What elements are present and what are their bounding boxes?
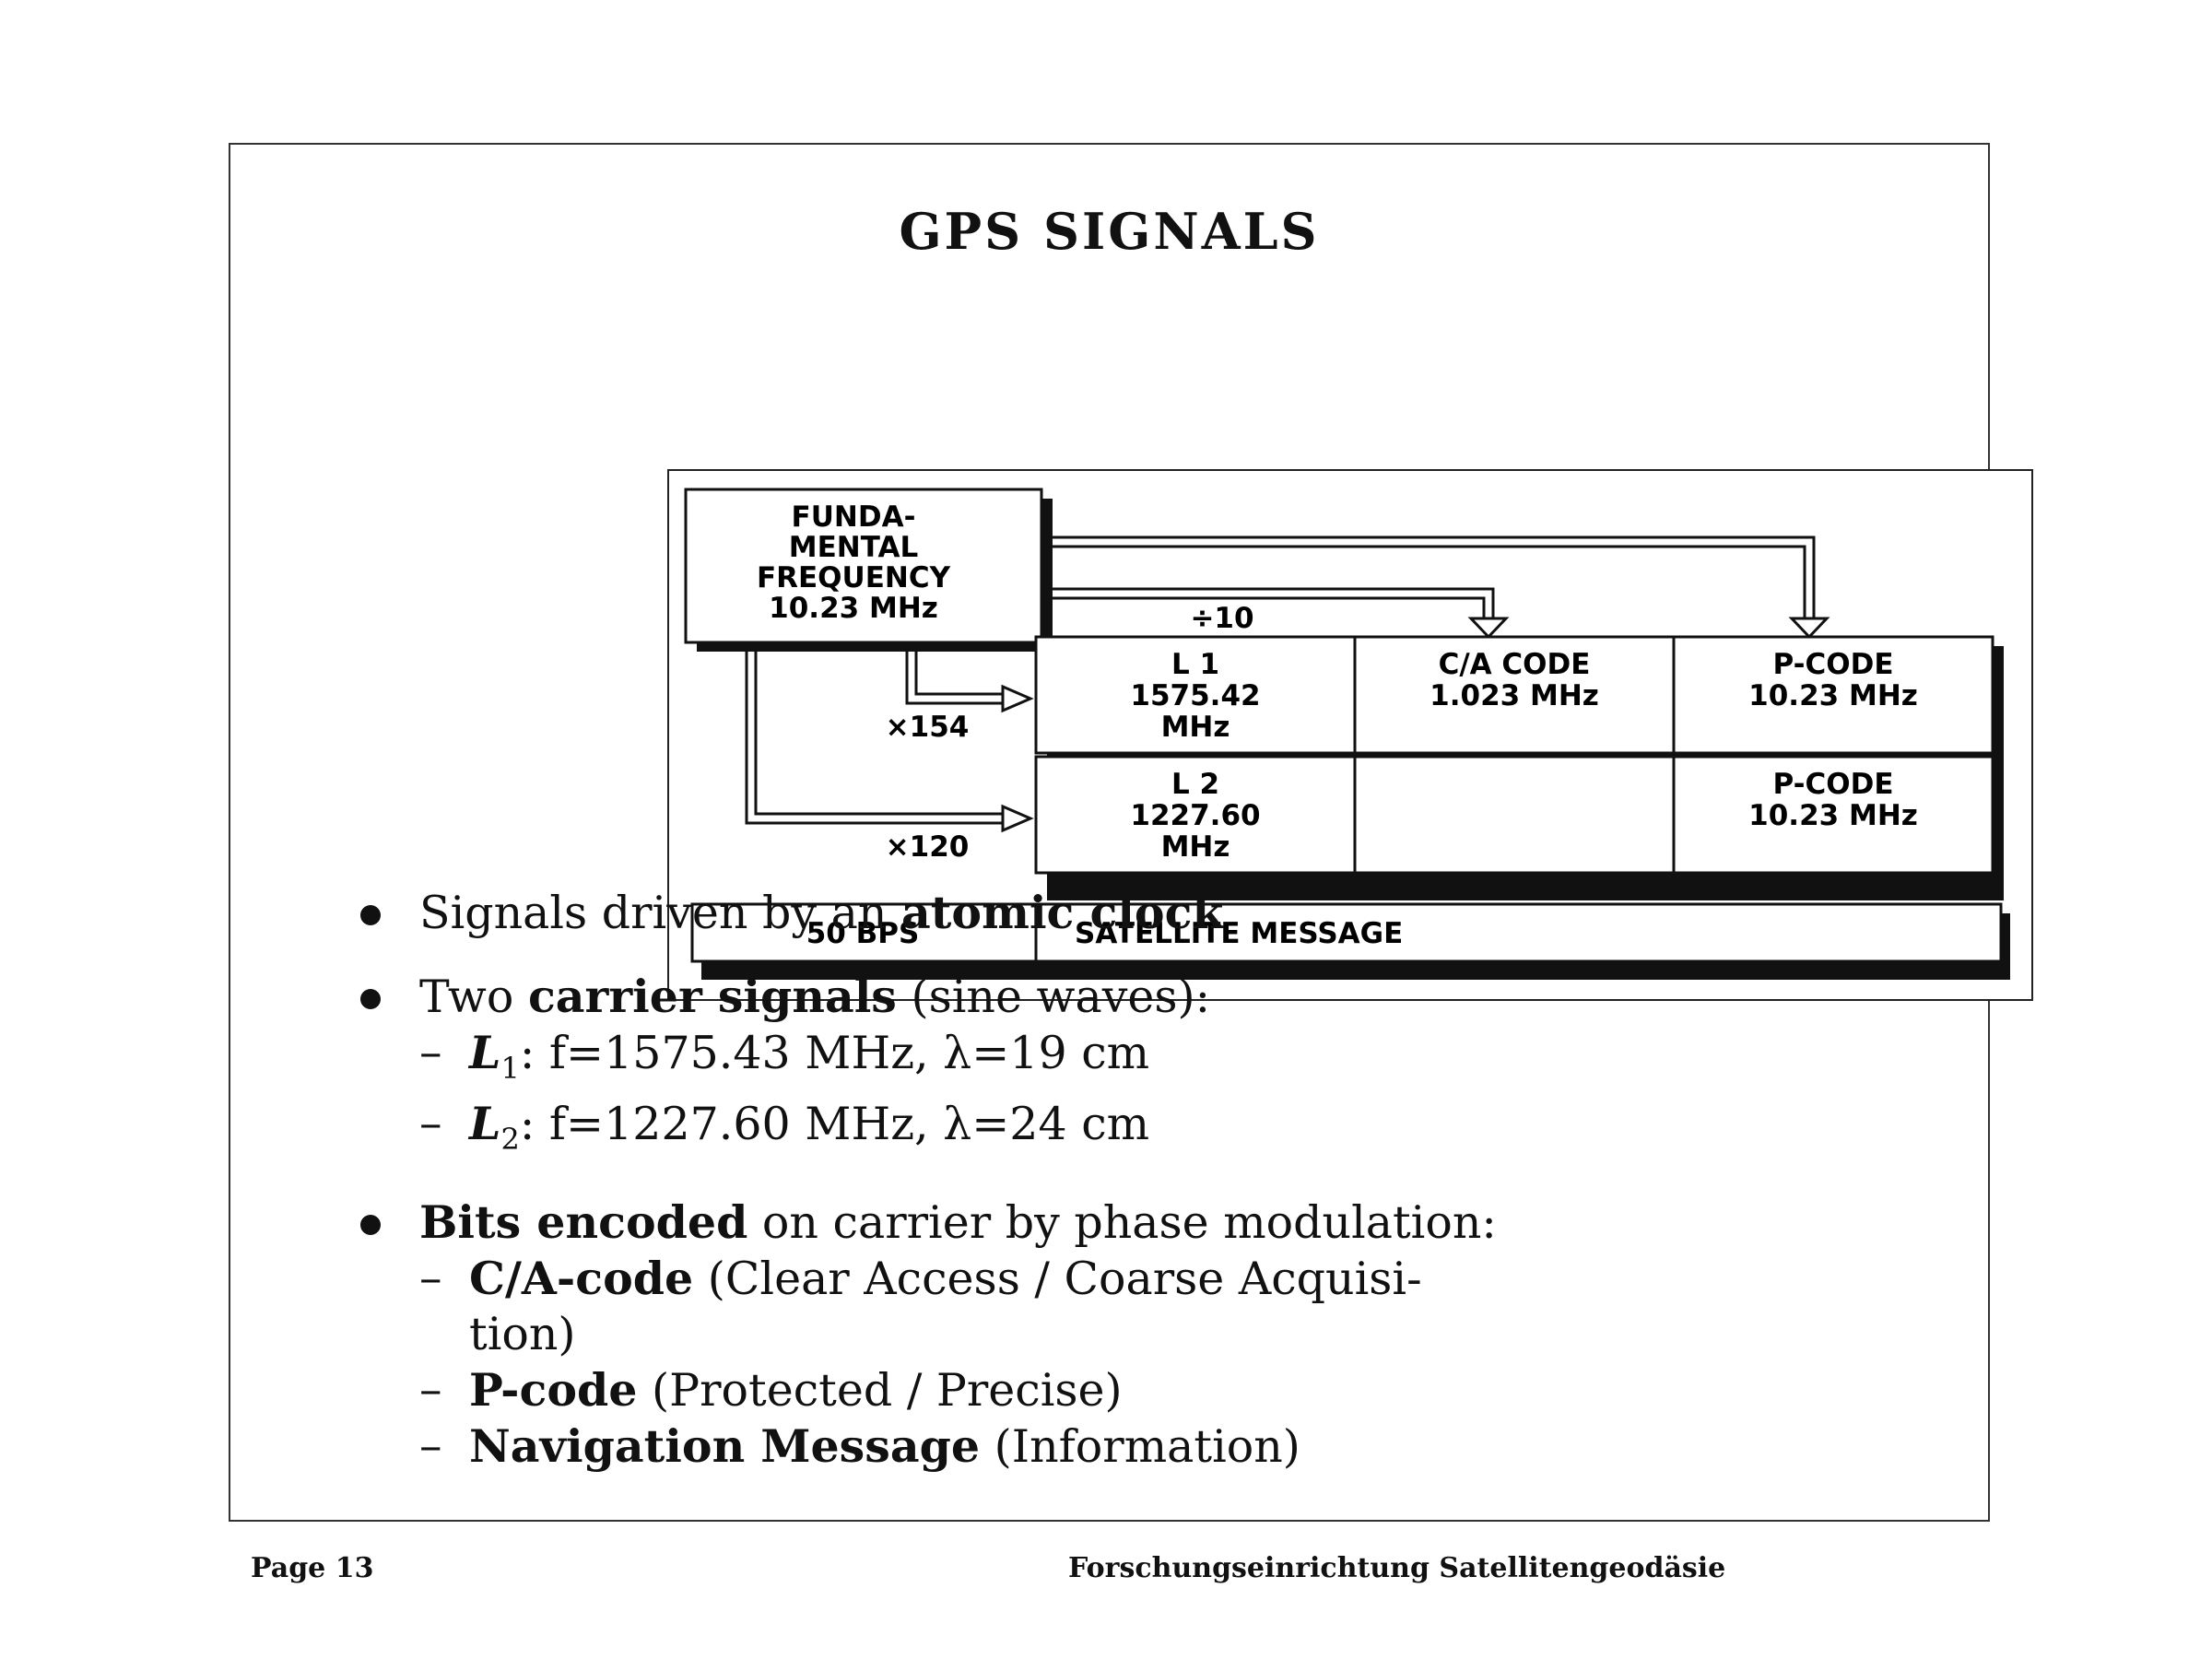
ca-code-bold: C/A-code [469,1251,694,1305]
fund-line-1: FUNDA- [792,500,916,534]
bps-label: 50 BPS [806,917,920,950]
l2-name: L 2 [1171,768,1219,801]
p-code-2-freq: 10.23 MHz [1748,799,1918,832]
fund-line-4: 10.23 MHz [769,592,938,625]
fundamental-box [684,488,1043,644]
ca-code-freq: 1.023 MHz [1430,679,1599,712]
bullet-bold: atomic clock [901,886,1224,939]
frequency-arrows [745,535,1830,833]
p-code-1-freq: 10.23 MHz [1748,679,1918,712]
message-bar [690,902,2003,963]
bullet-carrier-signals: Two carrier signals (sine waves): [355,969,1922,1025]
sub-item-ca-code: –C/A-code (Clear Access / Coarse Acquisi… [355,1251,1922,1362]
l1-subscript: 1 [500,1050,520,1086]
bullet-dot [360,905,381,925]
bullet-bold: Bits encoded [419,1194,748,1249]
institution-name: Forschungseinrichtung Satellitengeodäsie [1068,1552,1726,1584]
bullet-text-post: (sine waves): [896,971,1211,1023]
l2-text: : f=1227.60 MHz, λ=24 cm [519,1097,1150,1150]
divide-label: ÷10 [1190,602,1253,635]
l2-row-box [1034,755,1994,875]
l2-unit: MHz [1161,830,1230,864]
l2-freq: 1227.60 [1130,799,1260,832]
bullet-dot [360,1214,381,1235]
ca-code-text: (Clear Access / Coarse Acquisi- [693,1252,1422,1305]
p-code-2-name: P-CODE [1772,768,1893,801]
l1-freq: 1575.42 [1130,679,1260,712]
nav-message-text: (Information) [980,1419,1300,1473]
bullet-text: Two [419,971,528,1023]
sub-item-navigation-message: –Navigation Message (Information) [419,1418,1300,1473]
nav-message-bold: Navigation Message [469,1418,981,1473]
l1-symbol: L [469,1026,501,1079]
sub-item-l2: –L2: f=1227.60 MHz, λ=24 cm [419,1096,1150,1157]
bullet-text: Signals driven by an [419,887,902,939]
l1-text: : f=1575.43 MHz, λ=19 cm [519,1027,1150,1079]
satellite-message-label: SATELLITE MESSAGE [1075,917,1403,950]
gps-signal-diagram: FUNDA- MENTAL FREQUENCY 10.23 MHz [667,469,2033,1001]
bullet-bold: carrier signals [527,970,897,1023]
bullet-bits-encoded: Bits encoded on carrier by phase modulat… [355,1194,1922,1251]
l2-subscript: 2 [500,1121,520,1157]
p-code-bold: P-code [469,1362,638,1417]
multiply-154-label: ×154 [886,711,970,744]
bullet-list: Signals driven by an atomic clock Two ca… [355,885,1922,1475]
sub-item-l1: –L1: f=1575.43 MHz, λ=19 cm [419,1026,1150,1086]
p-code-text: (Protected / Precise) [637,1363,1123,1417]
diagram-svg: FUNDA- MENTAL FREQUENCY 10.23 MHz [684,488,2010,980]
multiply-120-label: ×120 [886,830,970,864]
slide-title: GPS SIGNALS [899,202,1320,261]
sub-item-p-code: –P-code (Protected / Precise) [419,1362,1123,1417]
fund-line-3: FREQUENCY [757,561,951,594]
l1-name: L 1 [1171,648,1219,681]
fund-line-2: MENTAL [789,531,918,564]
bullet-dot [360,989,381,1009]
bullet-text-post: on carrier by phase modulation: [747,1195,1497,1249]
page-number: Page 13 [251,1552,374,1584]
ca-code-continuation: tion) [469,1307,576,1360]
p-code-1-name: P-CODE [1772,648,1893,681]
l1-row-box [1034,635,1994,755]
l2-symbol: L [469,1096,501,1150]
slide-frame: GPS SIGNALS FUNDA- MENTAL FREQUENCY 10.2… [229,143,2033,1522]
bullet-atomic-clock: Signals driven by an atomic clock [355,885,1922,941]
ca-code-name: C/A CODE [1439,648,1591,681]
l1-unit: MHz [1161,711,1230,744]
